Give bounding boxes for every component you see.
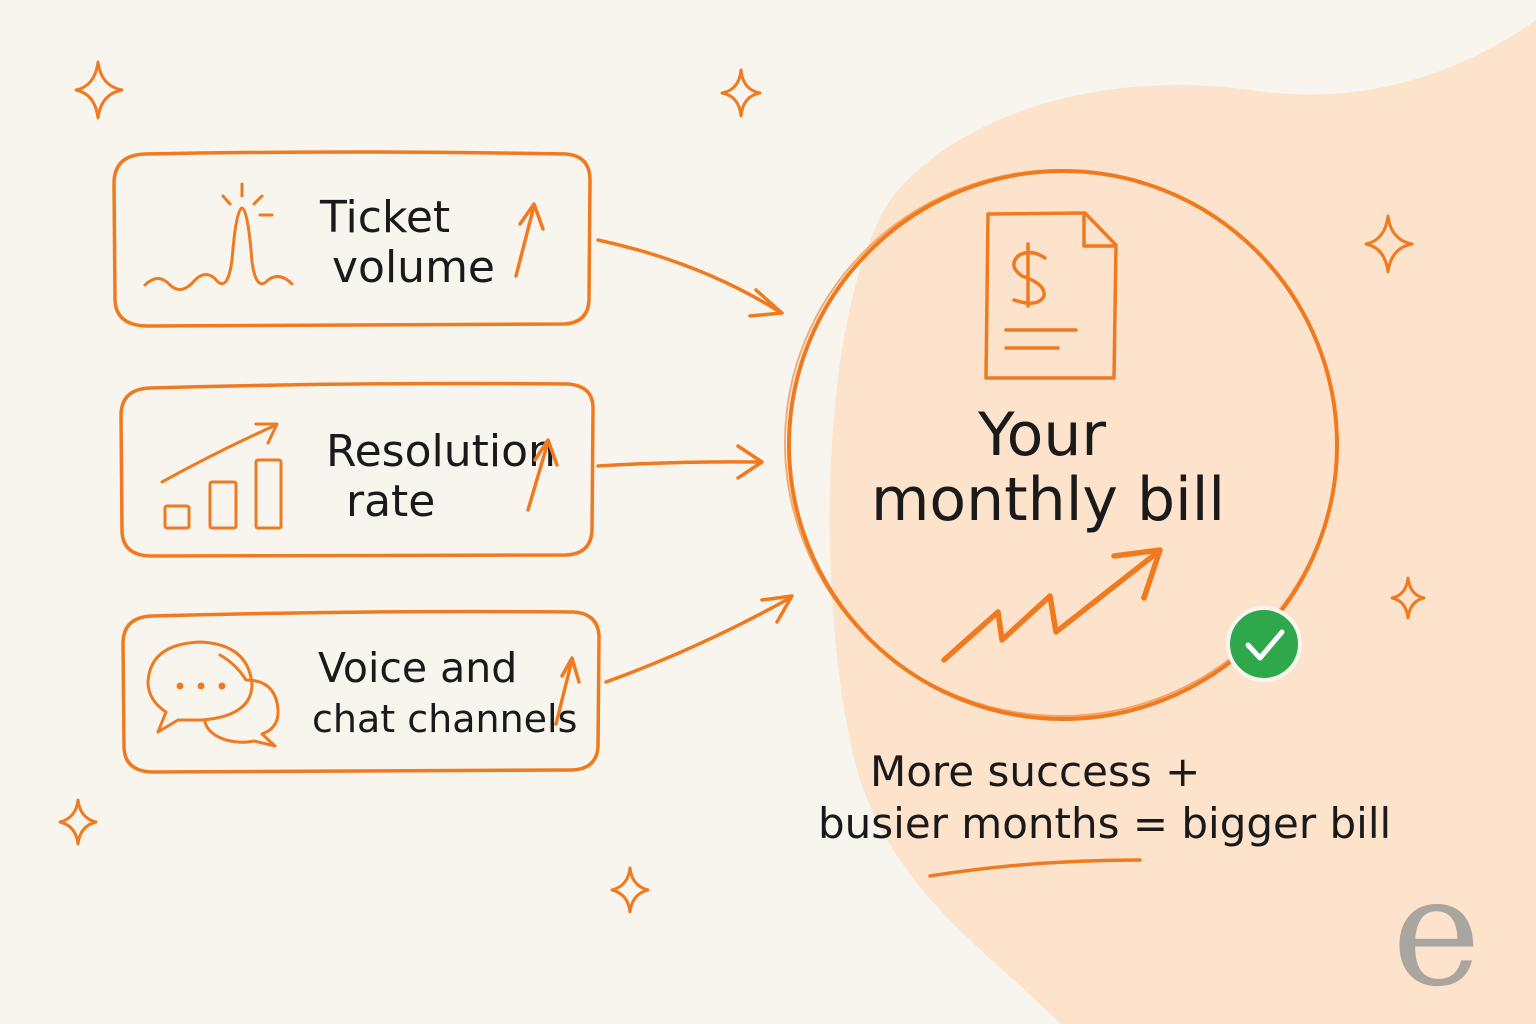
checkmark-icon bbox=[1245, 629, 1285, 661]
dollar-document-icon bbox=[984, 211, 1118, 380]
card-border bbox=[112, 150, 592, 328]
card-label-line2: rate bbox=[346, 476, 435, 527]
pulse-spike-icon bbox=[143, 182, 294, 291]
background-blob bbox=[829, 20, 1536, 1024]
card-border bbox=[119, 381, 595, 558]
zigzag-up-arrow-icon bbox=[941, 547, 1163, 663]
bar-chart-up-icon bbox=[160, 422, 283, 530]
sparkle-icon bbox=[58, 798, 98, 846]
input-card-resolution-rate: Resolution rate bbox=[119, 381, 595, 558]
caption-line2: busier months = bigger bill bbox=[818, 799, 1391, 848]
input-card-ticket-volume: Ticket volume bbox=[112, 150, 592, 328]
connector-arrow bbox=[596, 238, 784, 318]
connector-arrow bbox=[596, 444, 764, 480]
up-arrow-icon bbox=[554, 656, 581, 726]
card-label-line2: volume bbox=[332, 242, 495, 293]
up-arrow-icon bbox=[526, 438, 559, 512]
sparkle-icon bbox=[720, 68, 762, 118]
card-border bbox=[121, 609, 601, 774]
checkmark-badge bbox=[1226, 606, 1302, 682]
caption-underline bbox=[928, 858, 1142, 878]
bill-title-line2: monthly bill bbox=[871, 465, 1225, 535]
bill-title-line1: Your bbox=[977, 400, 1106, 470]
card-label-line1: Ticket bbox=[319, 192, 450, 243]
caption-line1: More success + bbox=[870, 747, 1200, 796]
input-card-voice-chat: Voice and chat channels bbox=[121, 609, 601, 774]
card-label-line1: Resolution bbox=[326, 426, 556, 477]
connector-arrow bbox=[604, 594, 794, 684]
up-arrow-icon bbox=[514, 202, 545, 278]
card-label-line2: chat channels bbox=[312, 697, 577, 741]
monthly-bill-node: Your monthly bill bbox=[784, 169, 1339, 721]
sparkle-icon bbox=[1390, 576, 1426, 620]
sparkle-icon bbox=[610, 866, 650, 914]
chat-bubbles-icon bbox=[146, 640, 280, 748]
card-label-line1: Voice and bbox=[318, 644, 517, 692]
sparkle-icon bbox=[74, 60, 124, 120]
sparkle-icon bbox=[1364, 214, 1414, 274]
brand-watermark-logo: e bbox=[1392, 846, 1481, 1020]
